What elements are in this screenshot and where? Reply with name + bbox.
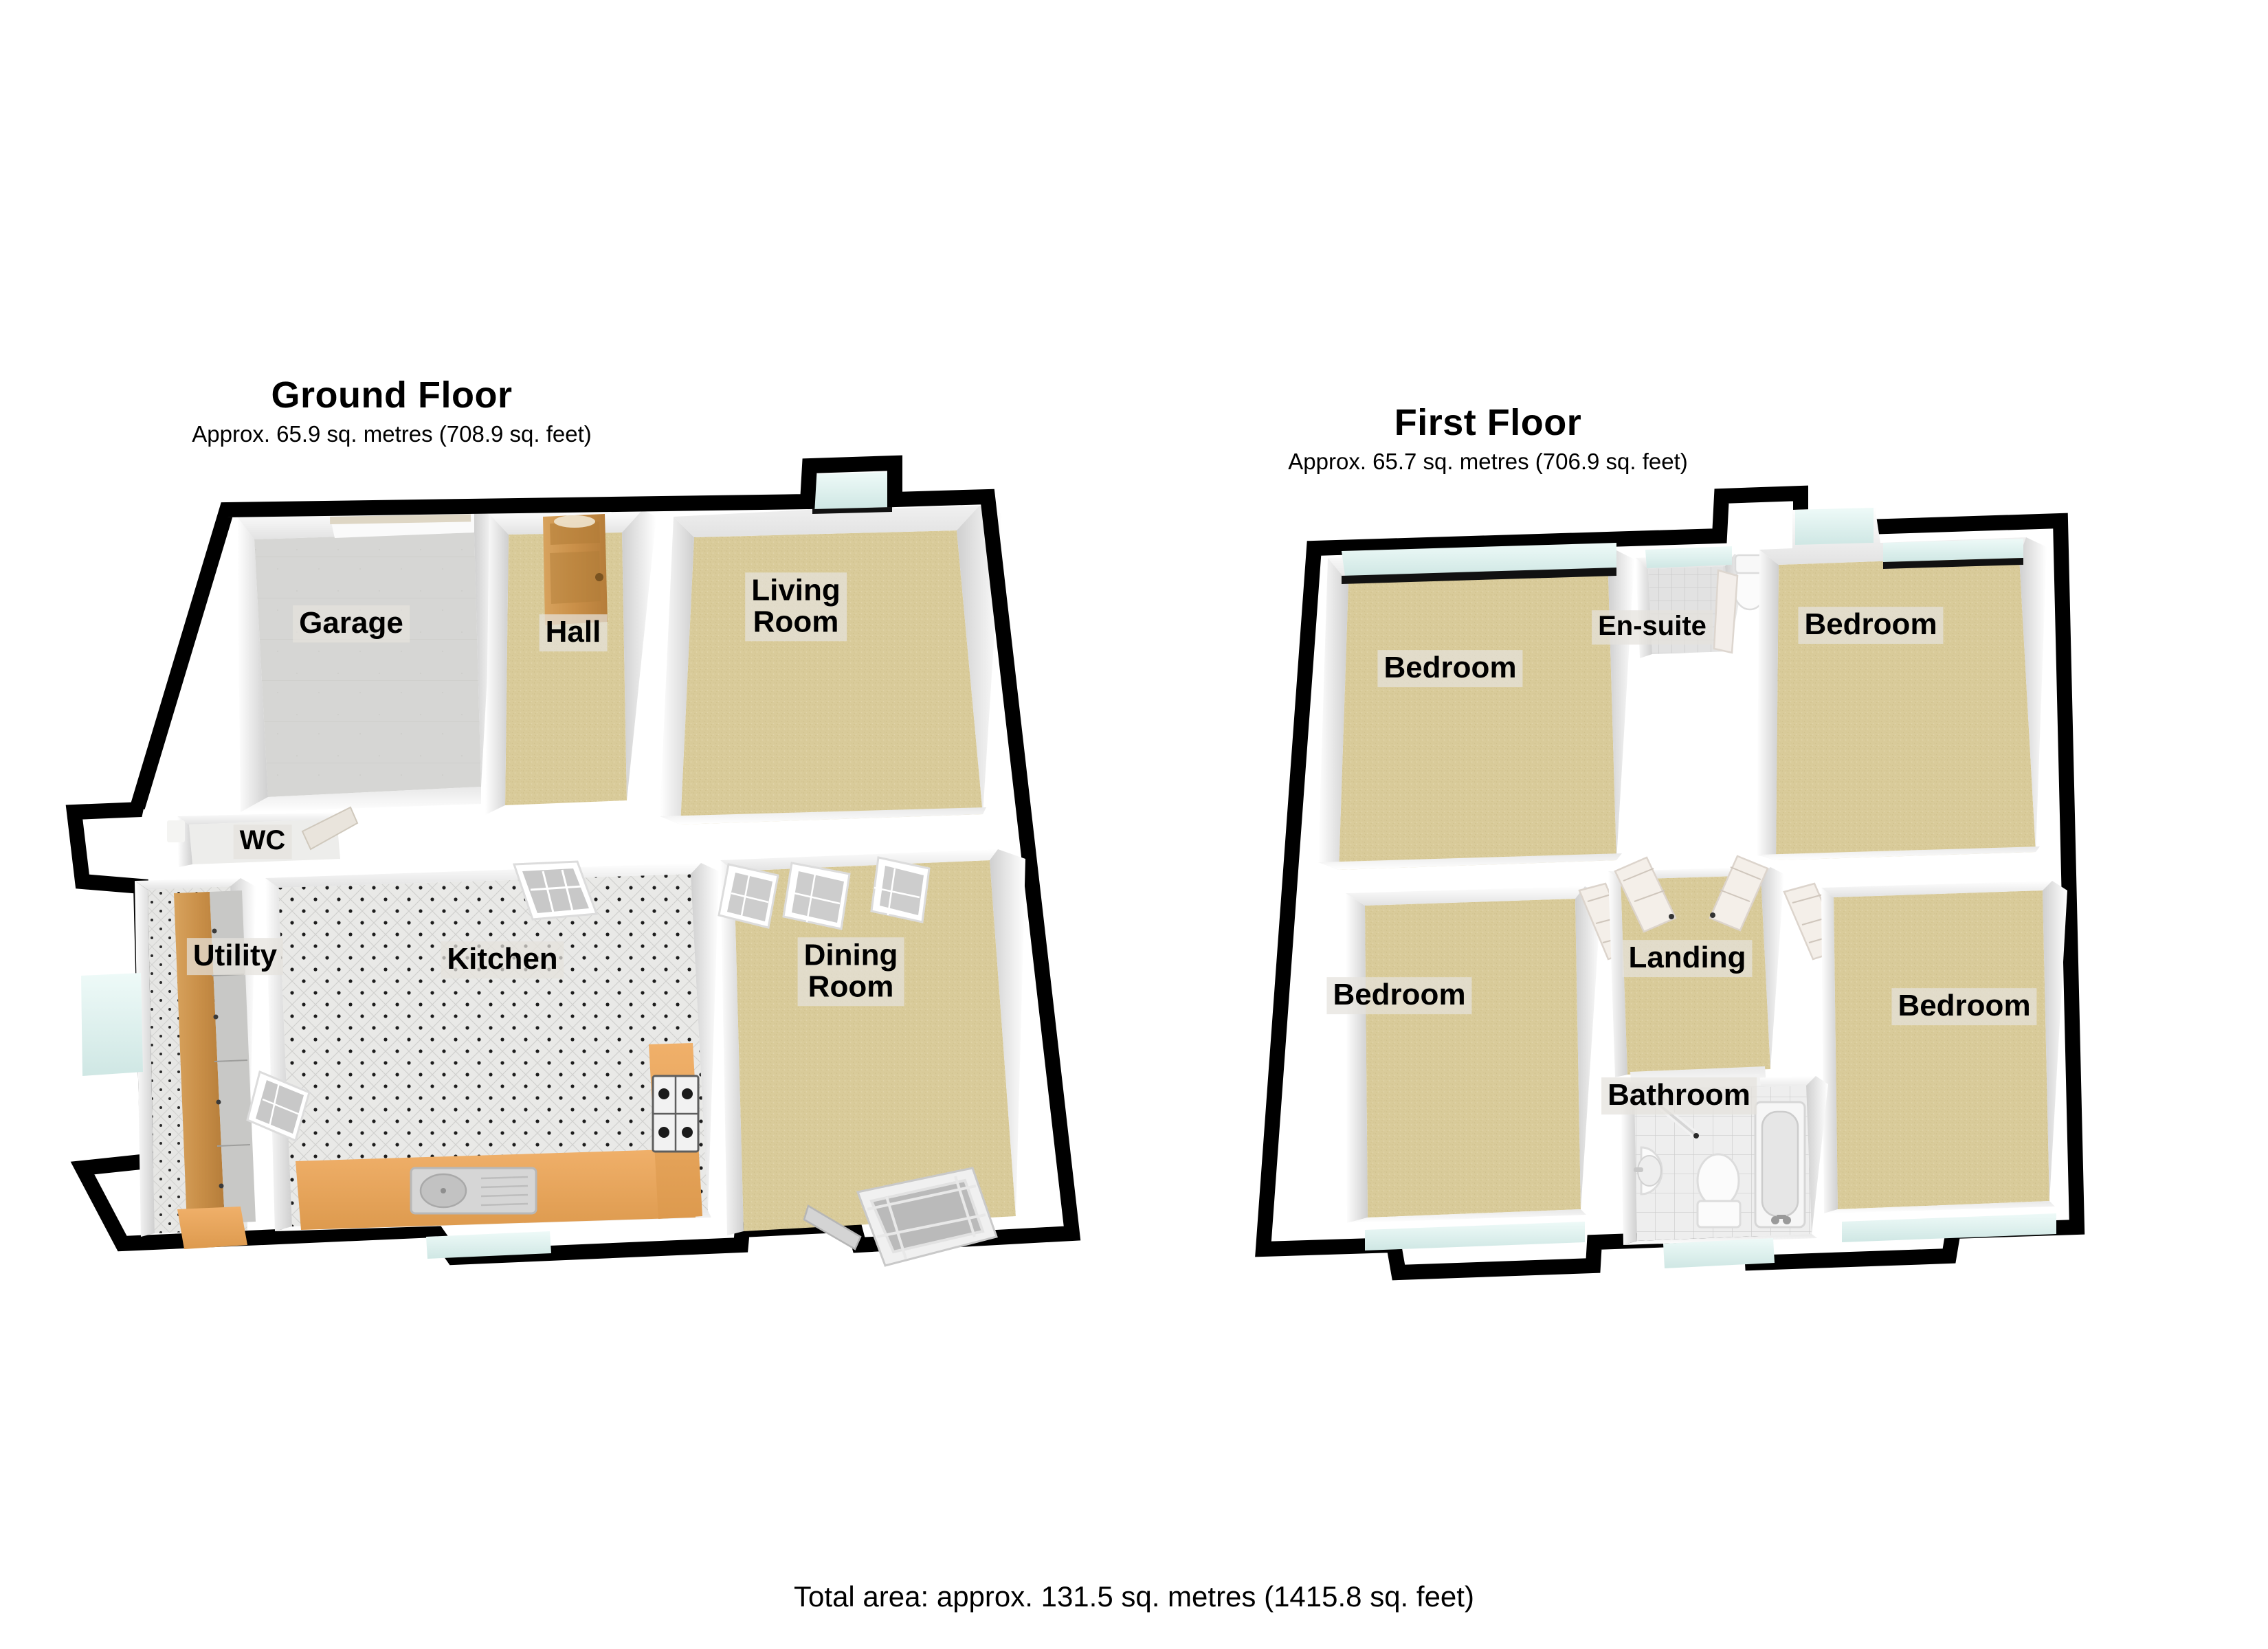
bed4-wall-left: [1821, 888, 1838, 1213]
ground-floor-outline: [65, 455, 1081, 1266]
bathroom-wall-right: [1806, 1076, 1828, 1234]
room-kitchen: [246, 860, 719, 1259]
bed3-window: [1365, 1222, 1585, 1250]
total-area-text: Total area: approx. 131.5 sq. metres (14…: [794, 1580, 1474, 1613]
bed3-wall-left: [1346, 893, 1368, 1223]
bathroom-wall-left: [1621, 1082, 1637, 1245]
kitchen-sink: [410, 1167, 537, 1215]
room-bedroom-1: [1318, 543, 1634, 870]
room-utility: [81, 878, 256, 1249]
bathtub: [1754, 1101, 1806, 1229]
kitchen-right-units: [649, 1043, 702, 1219]
kitchen-wall-right: [691, 863, 719, 1211]
landing-wall-left: [1608, 871, 1627, 1077]
garage-door: [330, 514, 471, 524]
room-hall: [485, 510, 656, 815]
kitchen-base-units: [296, 1149, 696, 1230]
room-garage: [237, 510, 496, 812]
room-living: [660, 471, 1002, 824]
utility-worktop: [177, 1207, 247, 1249]
hall-wall-right: [622, 510, 656, 800]
room-bedroom-2: [1757, 507, 2047, 860]
bed1-wall-left: [1318, 558, 1348, 870]
landing-door-upper-right: [1709, 855, 1769, 932]
garage-wall-left: [237, 517, 268, 812]
ensuite-window: [1645, 546, 1732, 568]
hob: [652, 1075, 700, 1153]
first-floor-subtitle: Approx. 65.7 sq. metres (706.9 sq. feet): [1288, 449, 1688, 475]
ground-floor-subtitle: Approx. 65.9 sq. metres (708.9 sq. feet): [192, 421, 592, 447]
living-wall-left: [660, 517, 694, 824]
first-floor-title-block: First Floor Approx. 65.7 sq. metres (706…: [1213, 402, 1763, 477]
landing-wall-right: [1761, 867, 1784, 1069]
dining-wall-left: [720, 860, 744, 1235]
dining-window-b: [782, 862, 851, 930]
bathroom-basin: [1634, 1146, 1663, 1196]
first-floor-outline: [1255, 485, 2085, 1281]
utility-cupboards: [174, 890, 256, 1249]
bed4-window: [1842, 1213, 2056, 1242]
bath-taps: [1771, 1215, 1791, 1224]
first-floor-plan: [1255, 485, 2085, 1281]
living-wall-bottom: [660, 807, 986, 824]
front-door: [543, 514, 608, 625]
patio-door-leaf: [803, 1204, 862, 1250]
landing-door-upper-left: [1614, 856, 1677, 933]
ensuite-toilet: [1732, 554, 1768, 611]
room-wc: [167, 806, 359, 867]
dining-window-a: [718, 863, 779, 929]
bed2-wall-right: [2019, 537, 2047, 852]
patio-door: [803, 1167, 998, 1267]
bathroom-window: [1663, 1238, 1775, 1268]
room-landing: [1608, 855, 1845, 1090]
bed2-window-a: [1795, 508, 1874, 545]
kitchen-window-top: [512, 860, 599, 921]
wc-door: [301, 806, 359, 851]
utility-window: [81, 973, 143, 1076]
room-bathroom: [1621, 1074, 1828, 1268]
garage-wall-bottom: [241, 787, 481, 812]
dining-window-c: [870, 856, 931, 923]
bed4-wall-top: [1821, 881, 2052, 897]
living-room-window: [812, 472, 892, 514]
ensuite-door: [1713, 569, 1739, 654]
bed3-wall-top: [1346, 886, 1585, 906]
dining-wall-right: [990, 849, 1025, 1216]
bathroom-toilet: [1696, 1153, 1742, 1229]
room-ensuite: [1636, 546, 1768, 658]
kitchen-wall-top: [265, 863, 701, 888]
kitchen-window-left: [246, 1070, 311, 1143]
dining-wall-top: [720, 849, 998, 871]
wc-basin: [167, 820, 185, 842]
ground-floor-title-block: Ground Floor Approx. 65.9 sq. metres (70…: [117, 374, 667, 449]
bed3-wall-right: [1575, 886, 1601, 1209]
first-floor-title: First Floor: [1394, 402, 1582, 443]
bed2-window-b: [1883, 539, 2023, 562]
ground-floor-plan: [65, 455, 1081, 1267]
ground-floor-title: Ground Floor: [271, 374, 513, 416]
hall-wall-left: [485, 514, 509, 815]
room-dining: [718, 849, 1025, 1267]
room-bedroom-3: [1346, 882, 1636, 1250]
kitchen-back-door: [426, 1231, 551, 1259]
bed2-wall-left: [1757, 550, 1779, 860]
utility-wall-left: [135, 881, 155, 1237]
bed4-wall-right: [2043, 881, 2067, 1201]
room-bedroom-4: [1821, 881, 2067, 1242]
bed1-window: [1342, 543, 1616, 576]
